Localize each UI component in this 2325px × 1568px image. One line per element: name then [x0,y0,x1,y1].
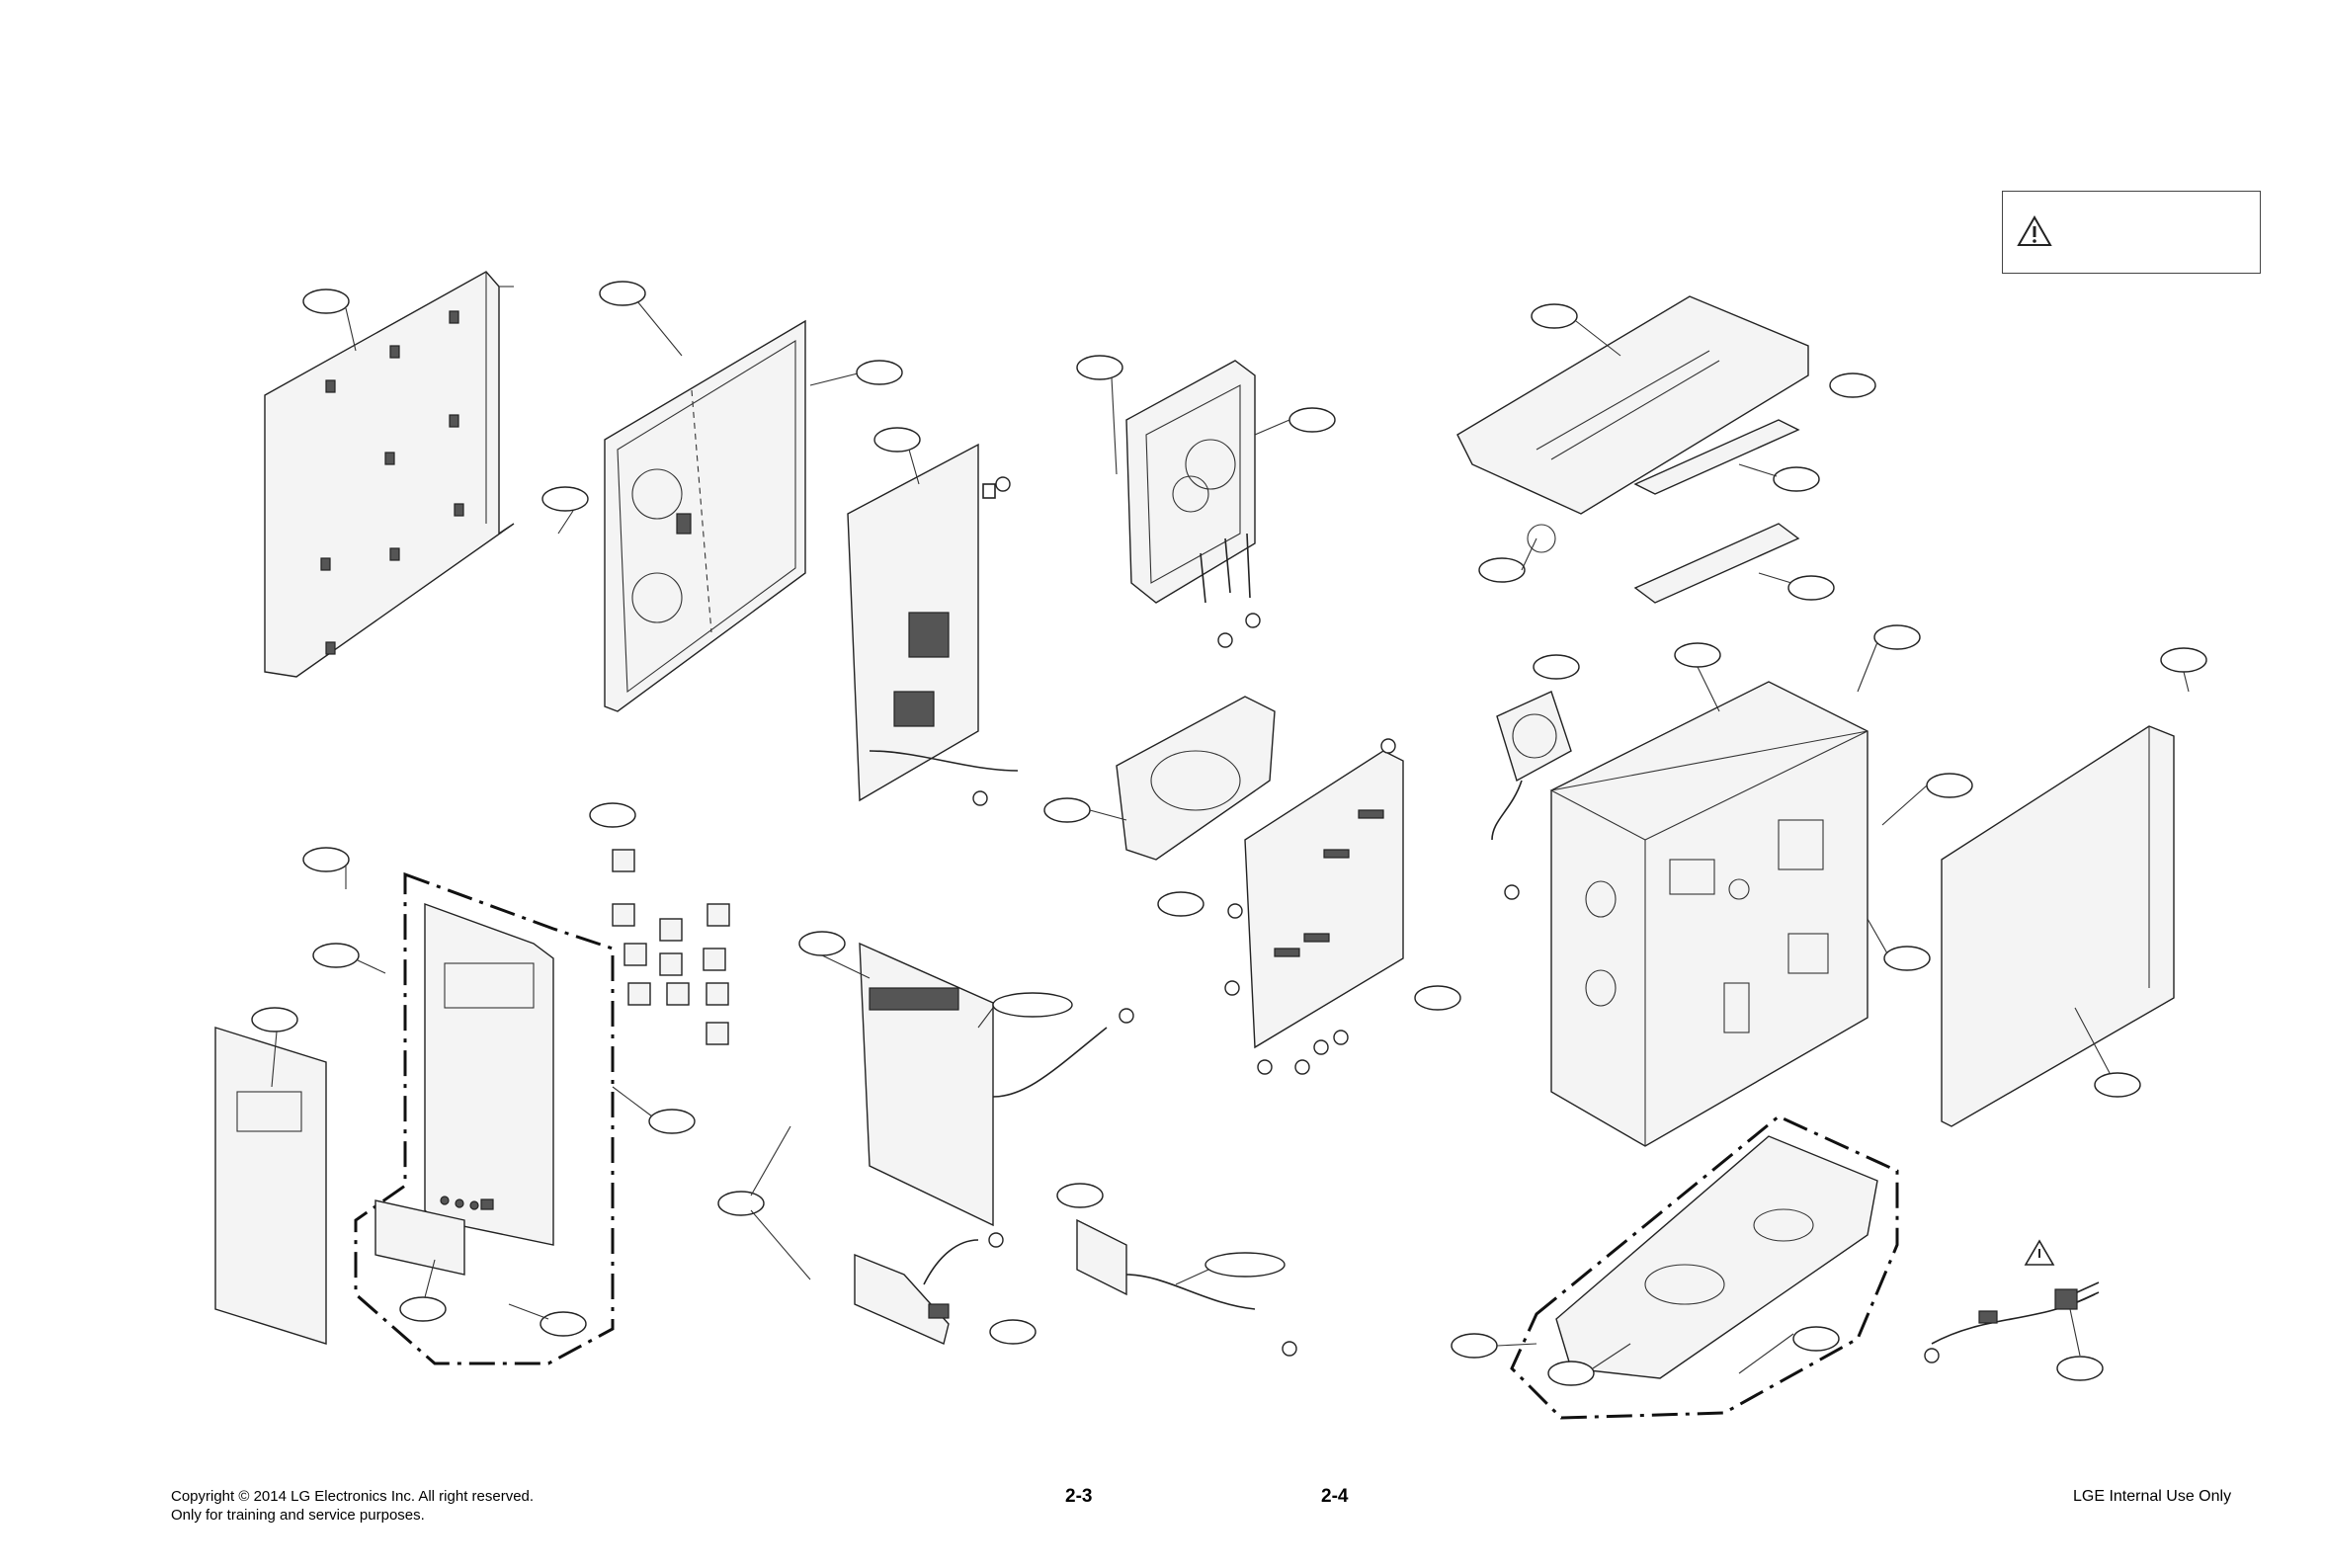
copyright-line: Copyright © 2014 LG Electronics Inc. All… [171,1487,534,1506]
main-pcb [848,445,1018,800]
control-pcb [1245,751,1403,1047]
main-cabinet [1551,682,1868,1146]
warning-triangle-icon [2015,211,2054,251]
page-number-right: 2-4 [1321,1487,1348,1506]
front-panel [356,874,613,1363]
training-line: Only for training and service purposes. [171,1506,534,1525]
inner-frame [605,321,805,711]
warning-triangle-icon [2026,1241,2053,1265]
power-cord [1932,1282,2099,1344]
internal-use-label: LGE Internal Use Only [2073,1487,2231,1506]
top-cover [1457,296,1808,603]
page-number-left: 2-3 [1065,1487,1092,1506]
window-plate [215,1028,326,1344]
copyright-notice: Copyright © 2014 LG Electronics Inc. All… [171,1487,534,1525]
drive-mechanism [1126,361,1255,603]
button-set [613,850,729,1044]
speaker-bracket [1117,697,1275,860]
key-pcb [855,1240,978,1344]
side-panel [1942,726,2174,1126]
warning-note-box [2002,191,2261,274]
rear-panel [265,272,514,677]
display-pcb [860,944,1107,1225]
